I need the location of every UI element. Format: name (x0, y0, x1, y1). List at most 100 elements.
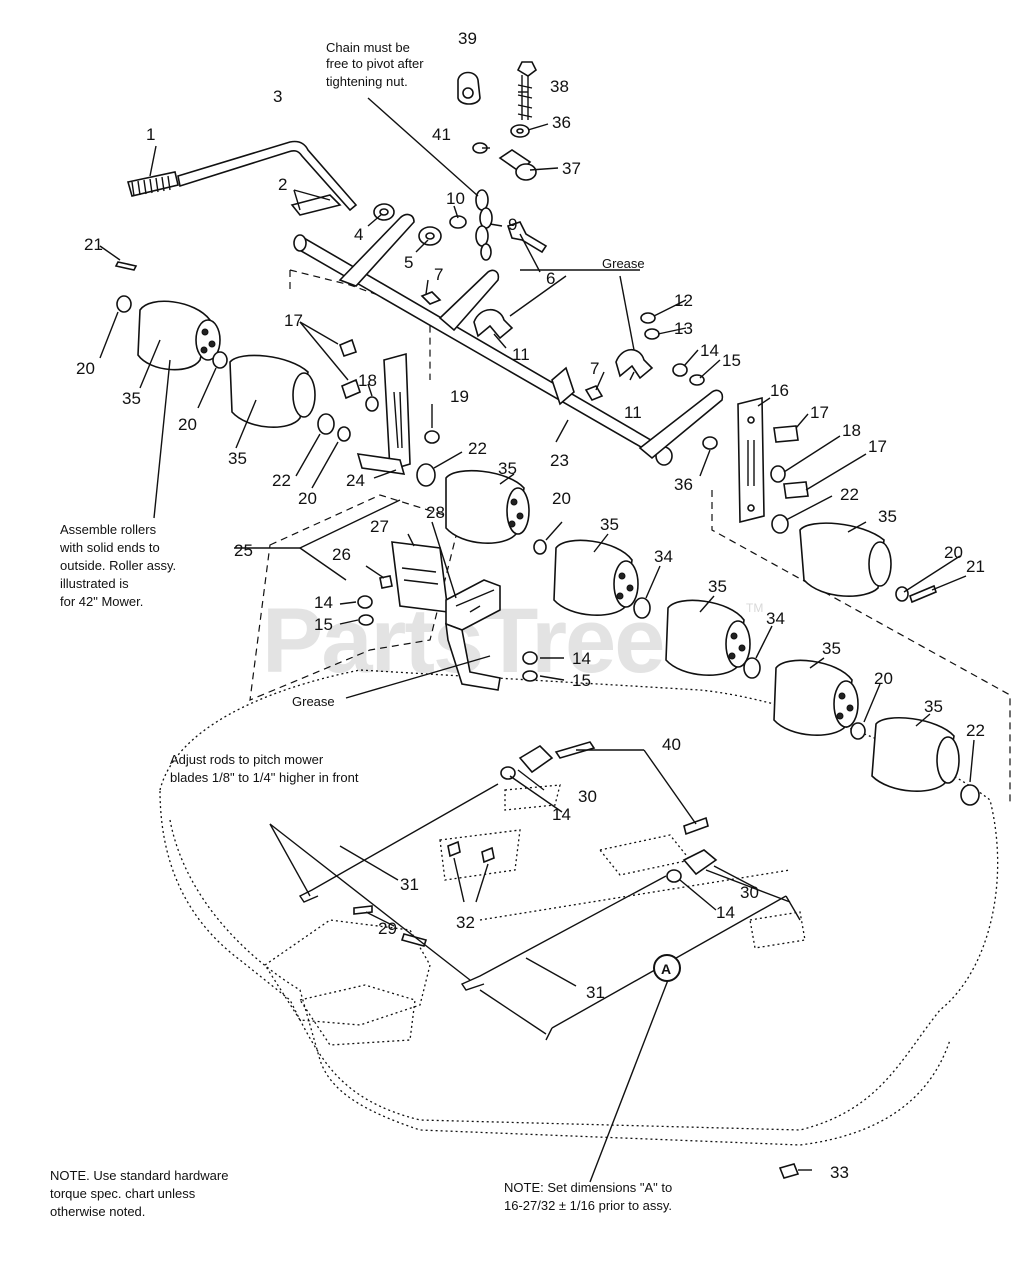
callout-1: 1 (146, 125, 155, 144)
note-adjust: Adjust rods to pitch mower blades 1/8" t… (170, 752, 359, 785)
callout-37: 37 (562, 159, 581, 178)
washer-part-20-f (895, 586, 909, 602)
callout-36: 36 (552, 113, 571, 132)
bolt-part-7-right (584, 385, 604, 401)
callout-25: 25 (234, 541, 253, 560)
bolt-part-38 (516, 61, 538, 120)
callout-12: 12 (674, 291, 693, 310)
callout-numbers: 39 3 38 36 41 37 1 2 10 9 4 5 21 6 7 12 … (76, 29, 985, 1182)
roller-part-35-c (445, 469, 530, 544)
callout-11: 11 (512, 345, 530, 364)
plate-part-16 (737, 396, 765, 524)
bolts-part-32 (447, 840, 495, 864)
svg-text:Adjust rods to pitch mower: Adjust rods to pitch mower (170, 752, 324, 767)
bolt-part-17-left-b (341, 378, 361, 400)
bracket-outline (249, 494, 461, 701)
pin-part-21-left (114, 261, 138, 271)
callout-13: 13 (674, 319, 693, 338)
callout-17c: 17 (868, 437, 887, 456)
spacer-part-34-a (633, 597, 651, 619)
svg-text:for 42" Mower.: for 42" Mower. (60, 594, 143, 609)
callout-27: 27 (370, 517, 389, 536)
callout-15: 15 (722, 351, 741, 370)
callout-35g: 35 (822, 639, 841, 658)
spacer-part-22-a (317, 413, 335, 435)
roller-part-35-a (137, 300, 221, 371)
callout-20c: 20 (298, 489, 317, 508)
svg-text:blades 1/8" to 1/4" higher in: blades 1/8" to 1/4" higher in front (170, 770, 359, 785)
callout-10: 10 (446, 189, 465, 208)
callout-5: 5 (404, 253, 413, 272)
link-part-30-a (500, 744, 554, 780)
callout-9: 9 (508, 215, 517, 234)
bracket-part-28 (445, 579, 501, 691)
washer-part-18-right (770, 465, 786, 483)
svg-text:Assemble rollers: Assemble rollers (60, 522, 157, 537)
callout-35b: 35 (228, 449, 247, 468)
bolt-part-6 (506, 221, 548, 254)
svg-text:free to pivot after: free to pivot after (326, 56, 424, 71)
note-grease-bottom: Grease (292, 694, 335, 709)
plate-part-27 (391, 541, 449, 613)
washer-part-20-b (212, 351, 228, 369)
roller-outline-left (289, 269, 431, 380)
bushing-part-5 (418, 226, 442, 246)
callout-40: 40 (662, 735, 681, 754)
nut-part-14-left (357, 595, 373, 609)
washer-part-13 (644, 328, 660, 340)
roller-part-35-e (665, 599, 751, 676)
pin-part-29b (400, 933, 428, 947)
note-torque: NOTE. Use standard hardware torque spec.… (50, 1168, 228, 1219)
bolt-part-26 (379, 575, 393, 589)
callout-18b: 18 (842, 421, 861, 440)
washer-part-20-d (533, 539, 547, 555)
callout-4: 4 (354, 225, 363, 244)
washer-part-15-left (358, 614, 374, 626)
lift-shaft-part-23 (293, 213, 724, 466)
nut-part-14-top (672, 363, 688, 377)
rod-part-31-a (298, 783, 499, 903)
callout-17: 17 (284, 311, 303, 330)
roller-part-35-b (229, 354, 316, 428)
pin-part-29 (353, 905, 373, 915)
svg-text:NOTE. Use standard hardware: NOTE. Use standard hardware (50, 1168, 228, 1183)
callout-7: 7 (434, 265, 443, 284)
chain-part-9 (475, 189, 493, 261)
roller-part-35-h (799, 522, 892, 597)
callout-22b: 22 (272, 471, 291, 490)
callout-14d: 14 (552, 805, 571, 824)
callout-14e: 14 (716, 903, 735, 922)
washer-part-20-e (850, 722, 866, 740)
nut-part-36-top (510, 124, 530, 138)
svg-text:NOTE: Set dimensions "A" to: NOTE: Set dimensions "A" to (504, 1180, 672, 1195)
bolt-part-7-left (420, 291, 442, 305)
plate-part-24 (356, 352, 411, 475)
callout-14c: 14 (572, 649, 591, 668)
watermark-tm: TM (746, 601, 763, 615)
callout-22c: 22 (840, 485, 859, 504)
note-chain: Chain must be free to pivot after tighte… (326, 40, 424, 89)
callout-20e: 20 (944, 543, 963, 562)
svg-text:outside. Roller assy.: outside. Roller assy. (60, 558, 176, 573)
nut-part-12 (640, 312, 656, 324)
callout-21b: 21 (966, 557, 985, 576)
callout-35h: 35 (924, 697, 943, 716)
svg-text:tightening nut.: tightening nut. (326, 74, 408, 89)
callout-33: 33 (830, 1163, 849, 1182)
pin-part-21-right (909, 584, 937, 604)
washer-part-15-mid (522, 670, 538, 682)
spacer-part-22-d (960, 784, 980, 806)
callout-35f: 35 (708, 577, 727, 596)
callout-34b: 34 (766, 609, 785, 628)
washer-part-20-c (337, 426, 351, 442)
callout-18: 18 (358, 371, 377, 390)
clip-part-40-b (683, 816, 709, 836)
bolt-part-17-right-b (783, 481, 809, 499)
roller-part-35-g (871, 717, 960, 792)
callout-32: 32 (456, 913, 475, 932)
callout-3: 3 (273, 87, 282, 106)
callout-35d: 35 (878, 507, 897, 526)
callout-7b: 7 (590, 359, 599, 378)
callout-30a: 30 (578, 787, 597, 806)
